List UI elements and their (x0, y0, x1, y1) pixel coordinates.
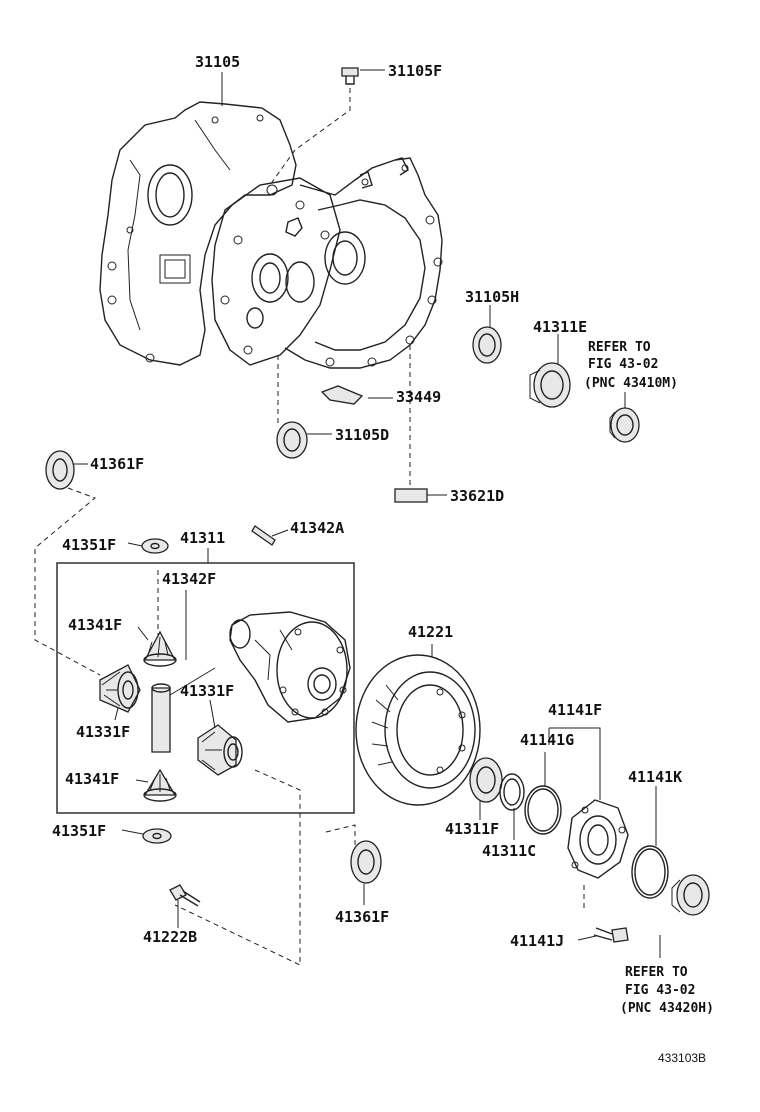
dash-case (174, 769, 301, 966)
bearing-41311E[interactable] (529, 362, 571, 408)
label-31105: 31105 (195, 53, 240, 71)
pin-41342A[interactable] (251, 525, 276, 546)
label-41361F-top: 41361F (90, 455, 144, 473)
oil-seal-31105D[interactable] (276, 421, 308, 459)
leader-41342A (271, 529, 289, 537)
washer-41351F-top[interactable] (141, 538, 169, 554)
label-refer-bottom-3: (PNC 43420H) (620, 1001, 714, 1016)
dash-41361F-top (34, 487, 101, 676)
shim-41361F-bottom[interactable] (350, 840, 382, 884)
label-41342A: 41342A (290, 519, 344, 537)
transaxle-housing[interactable] (99, 101, 443, 369)
label-41341F-bottom: 41341F (65, 770, 119, 788)
leader-41341F-top (137, 626, 149, 641)
label-31105D: 31105D (335, 426, 389, 444)
label-41311C: 41311C (482, 842, 536, 860)
label-31105H: 31105H (465, 288, 519, 306)
label-41342F: 41342F (162, 570, 216, 588)
ring-41311C[interactable] (499, 773, 525, 811)
bolt-41222B[interactable] (169, 884, 201, 907)
shim-41361F-top[interactable] (45, 450, 75, 490)
label-refer-bottom-1: REFER TO (625, 965, 688, 980)
label-41311E: 41311E (533, 318, 587, 336)
label-refer-top-3: (PNC 43410M) (584, 376, 678, 391)
label-41341F-top: 41341F (68, 616, 122, 634)
label-33621D: 33621D (450, 487, 504, 505)
retainer-41141F[interactable] (567, 799, 629, 879)
leader-41141F (549, 727, 601, 800)
washer-41351F-bottom[interactable] (142, 828, 172, 844)
side-gear-41331F-right[interactable] (197, 724, 243, 776)
plug-31105F[interactable] (341, 67, 359, 85)
label-41141J: 41141J (510, 932, 564, 950)
label-41351F-bottom: 41351F (52, 822, 106, 840)
label-41141K: 41141K (628, 768, 682, 786)
label-31105F: 31105F (388, 62, 442, 80)
leader-41341F-bottom (135, 779, 149, 783)
label-41222B: 41222B (143, 928, 197, 946)
leader-41141J (577, 935, 597, 941)
ring-gear-41221[interactable] (355, 654, 481, 806)
label-41331F-right: 41331F (180, 682, 234, 700)
bearing-ref-43410M[interactable] (609, 407, 640, 443)
differential-kit-box (56, 562, 355, 814)
label-41221: 41221 (408, 623, 453, 641)
part-33621D[interactable] (394, 488, 428, 503)
dash-41361F-bottom (325, 824, 356, 845)
label-refer-top-2: FIG 43-02 (588, 357, 658, 372)
pinion-41341F-bottom[interactable] (143, 768, 177, 802)
label-41311: 41311 (180, 529, 225, 547)
label-41311F: 41311F (445, 820, 499, 838)
side-gear-41331F-left[interactable] (99, 664, 141, 713)
label-41361F-bottom: 41361F (335, 908, 389, 926)
differential-case[interactable] (229, 611, 351, 723)
bearing-41311F[interactable] (469, 757, 503, 803)
leader-41351F-bottom (121, 829, 144, 835)
label-33449: 33449 (396, 388, 441, 406)
o-ring-41141G[interactable] (524, 785, 562, 835)
shaft-41342F[interactable] (151, 683, 171, 753)
figure-id: 433103B (658, 1051, 706, 1065)
label-refer-top-1: REFER TO (588, 340, 651, 355)
o-ring-41141K[interactable] (631, 845, 669, 899)
bolt-41141J[interactable] (593, 927, 629, 943)
label-41351F-top: 41351F (62, 536, 116, 554)
label-41141F: 41141F (548, 701, 602, 719)
dash-31105F (269, 88, 351, 186)
leader-41331F-left (114, 707, 119, 721)
leader-41351F-top (127, 542, 143, 547)
oil-seal-31105H[interactable] (472, 326, 502, 364)
label-refer-bottom-2: FIG 43-02 (625, 983, 695, 998)
label-41141G: 41141G (520, 731, 574, 749)
part-33449[interactable] (320, 385, 364, 405)
leader-41342F-to-shaft (169, 667, 216, 696)
leader-41331F-right (209, 699, 216, 729)
label-41331F-left: 41331F (76, 723, 130, 741)
pinion-41341F-top[interactable] (143, 630, 177, 667)
bearing-ref-43420H[interactable] (671, 874, 710, 916)
